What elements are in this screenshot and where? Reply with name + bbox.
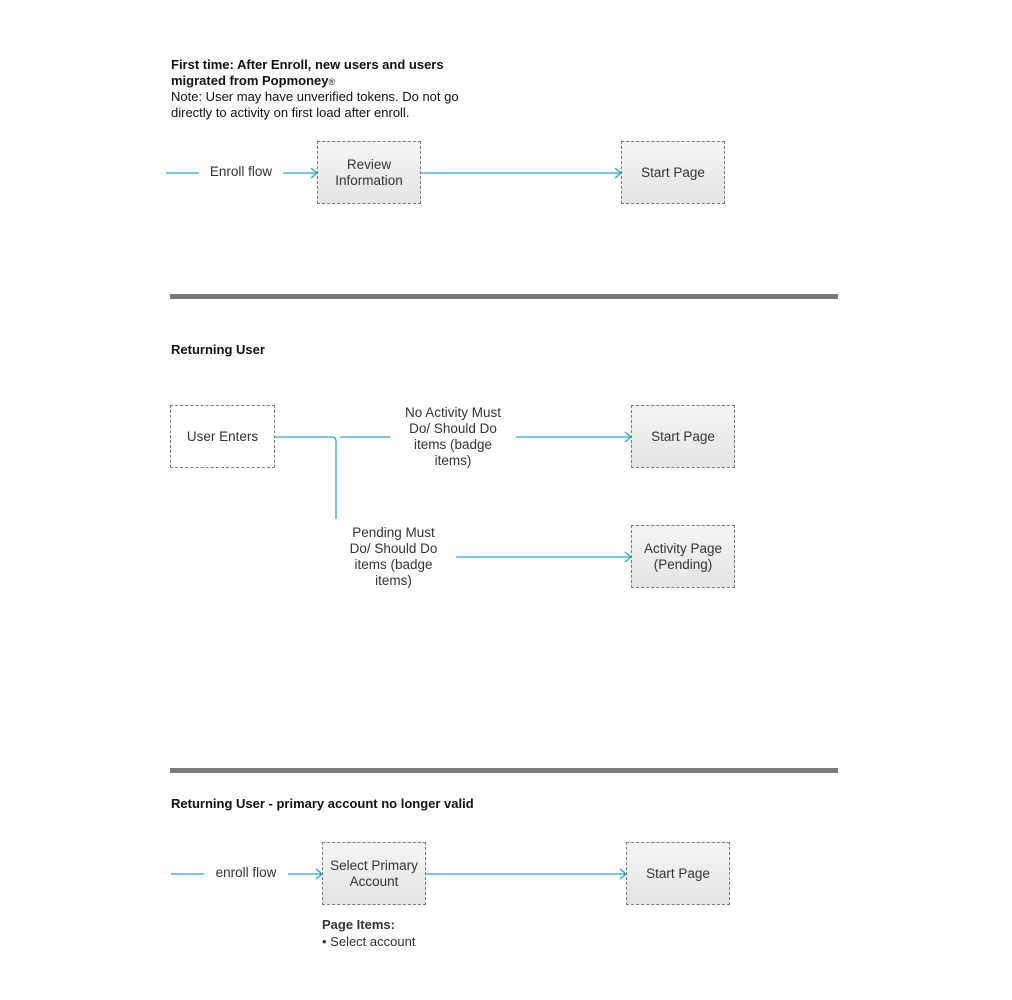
activity-line1: Activity Page [643, 540, 723, 556]
pending-line: Pending Must [352, 525, 435, 540]
user-enters-box: User Enters [170, 405, 275, 468]
start-page-label-3: Start Page [646, 865, 710, 881]
enroll-flow-label: Enroll flow [209, 164, 273, 179]
start-page-label-2: Start Page [651, 428, 715, 444]
section2-heading: Returning User [171, 342, 265, 357]
page-item: • Select account [322, 934, 416, 949]
registered-mark: ® [328, 77, 336, 87]
review-line2: Information [335, 172, 403, 188]
start-page-box-3: Start Page [626, 842, 730, 905]
section-divider-1 [170, 294, 838, 299]
review-information-box: Review Information [317, 141, 421, 204]
section1-heading-line1: First time: After Enroll, new users and … [171, 57, 444, 72]
activity-page-box: Activity Page (Pending) [631, 525, 735, 588]
activity-line2: (Pending) [653, 556, 713, 572]
enroll-flow-label-2: enroll flow [215, 865, 277, 880]
section-divider-2 [170, 768, 838, 773]
page-items: Page Items: • Select account [322, 916, 415, 950]
no-activity-line: items) [434, 453, 472, 468]
start-page-label-1: Start Page [641, 164, 705, 180]
page-items-title: Page Items: [322, 917, 395, 932]
no-activity-line: Do/ Should Do [409, 421, 497, 436]
user-enters-label: User Enters [186, 428, 259, 444]
section1-heading-line2: migrated from Popmoney® [171, 73, 444, 90]
section1-note-line1: Note: User may have unverified tokens. D… [171, 89, 459, 104]
section1-note-line2: directly to activity on first load after… [171, 105, 410, 120]
start-page-box-2: Start Page [631, 405, 735, 468]
no-activity-label: No Activity Must Do/ Should Do items (ba… [390, 405, 516, 469]
section3-heading: Returning User - primary account no long… [171, 796, 474, 811]
no-activity-line: No Activity Must [404, 405, 502, 420]
select-line2: Account [349, 873, 399, 889]
review-line1: Review [346, 156, 392, 172]
section1-heading-text: migrated from Popmoney [171, 73, 329, 88]
select-primary-account-box: Select Primary Account [322, 842, 426, 905]
select-line1: Select Primary [330, 857, 418, 873]
start-page-box-1: Start Page [621, 141, 725, 204]
no-activity-line: items (badge [413, 437, 493, 452]
pending-line: Do/ Should Do [349, 541, 438, 556]
section1-note: Note: User may have unverified tokens. D… [171, 89, 459, 121]
pending-line: items) [375, 573, 412, 588]
pending-label: Pending Must Do/ Should Do items (badge … [333, 525, 454, 589]
connector-line [275, 436, 337, 519]
section1-heading: First time: After Enroll, new users and … [171, 57, 444, 90]
pending-line: items (badge [354, 557, 433, 572]
